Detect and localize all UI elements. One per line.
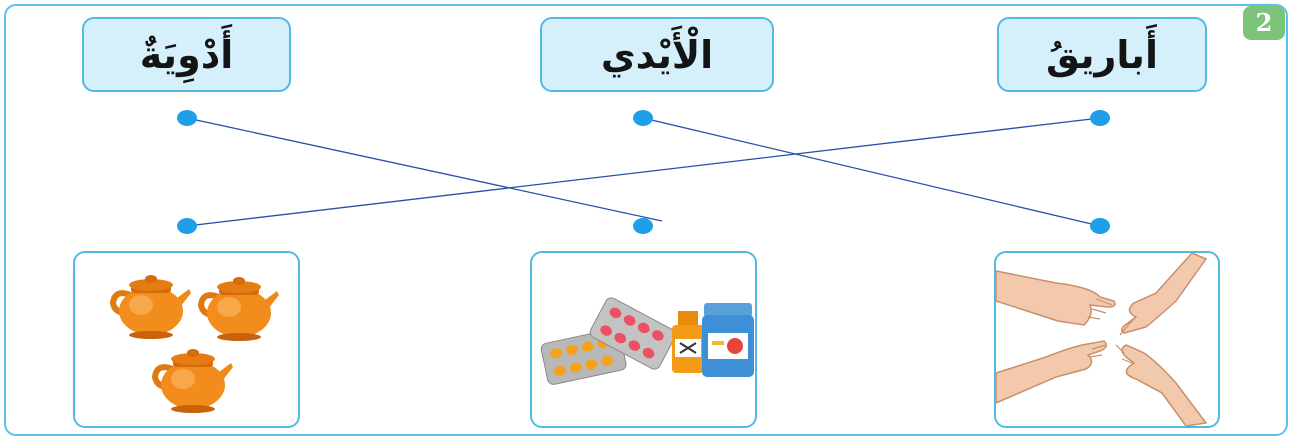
match-line-hands bbox=[642, 117, 1101, 227]
picture-card-hands[interactable] bbox=[994, 251, 1220, 428]
teapots-icon bbox=[75, 253, 298, 426]
medicine-icon bbox=[540, 297, 754, 385]
top-dot-medicines[interactable] bbox=[177, 110, 197, 126]
match-line-jugs bbox=[186, 117, 1101, 227]
bottom-dot-hands[interactable] bbox=[1090, 218, 1110, 234]
match-line-medicines bbox=[186, 117, 663, 222]
word-card-medicines[interactable]: أَدْوِيَةٌ bbox=[82, 17, 291, 92]
exercise-number-badge: 2 bbox=[1243, 6, 1285, 40]
word-card-hands[interactable]: الْأَيْدي bbox=[540, 17, 774, 92]
exercise-frame bbox=[4, 4, 1288, 436]
top-dot-jugs[interactable] bbox=[1090, 110, 1110, 126]
word-card-jugs[interactable]: أَباريقُ bbox=[997, 17, 1207, 92]
hands-icon bbox=[996, 253, 1208, 426]
top-dot-hands[interactable] bbox=[633, 110, 653, 126]
bottom-dot-medicine[interactable] bbox=[633, 218, 653, 234]
picture-card-teapots[interactable] bbox=[73, 251, 300, 428]
picture-card-medicine[interactable] bbox=[530, 251, 757, 428]
bottom-dot-teapots[interactable] bbox=[177, 218, 197, 234]
